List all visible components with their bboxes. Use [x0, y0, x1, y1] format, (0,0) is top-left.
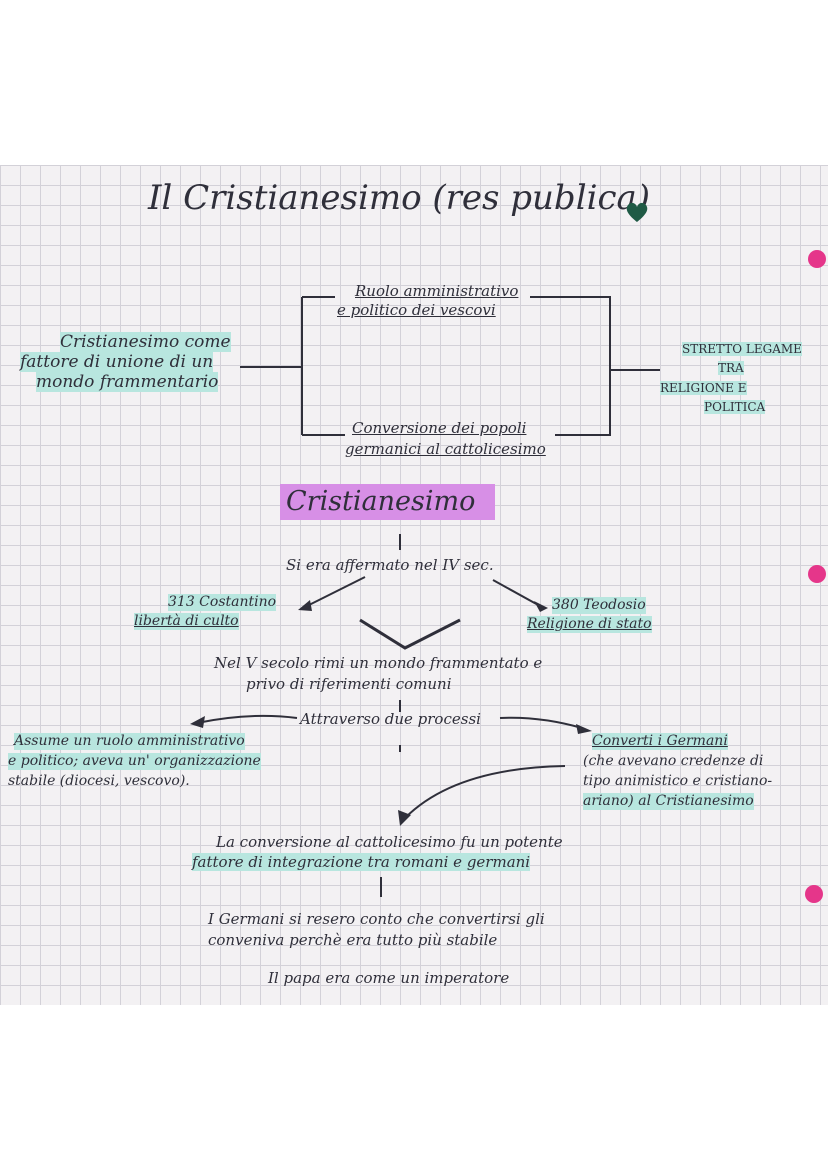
top-branch-line: e politico dei vescovi [337, 301, 496, 319]
right-process-line: tipo animistico e cristiano- [583, 773, 773, 789]
germani-line: conveniva perchè era tutto più stabile [208, 931, 498, 949]
conversion-line: fattore di integrazione tra romani e ger… [192, 853, 531, 871]
top-branch-line: Ruolo amministrativo [355, 282, 519, 300]
fifth-century-line: Nel V secolo rimi un mondo frammentato e [214, 654, 543, 672]
bottom-branch-line: germanici al cattolicesimo [345, 440, 546, 458]
punch-hole [808, 565, 826, 583]
right-event-line: Religione di stato [527, 616, 652, 633]
left-box-line: fattore di unione di un [20, 352, 214, 373]
notebook-page [0, 165, 828, 1005]
germani-line: I Germani si resero conto che convertirs… [208, 910, 545, 928]
right-box-line: TRA [718, 361, 744, 376]
left-process-line: e politico; aveva un' organizzazione [8, 753, 261, 770]
pope-text: Il papa era come un imperatore [268, 969, 510, 987]
left-box-line: mondo frammentario [36, 372, 219, 393]
left-box-line: Cristianesimo come [60, 332, 231, 353]
fifth-century-line: privo di riferimenti comuni [246, 675, 452, 693]
left-process-line: stabile (diocesi, vescovo). [8, 773, 190, 789]
right-process-line: Converti i Germani [592, 733, 728, 750]
right-box-line: STRETTO LEGAME [682, 342, 802, 357]
heart-icon [626, 202, 648, 222]
left-event-line: 313 Costantino [168, 594, 277, 611]
bottom-branch-line: Conversione dei popoli [352, 419, 527, 437]
left-event-line: libertà di culto [134, 613, 239, 630]
processes-text: Attraverso due processi [300, 710, 481, 728]
right-process-line: ariano) al Cristianesimo [583, 793, 754, 810]
page-title: Il Cristianesimo (res publica) [148, 178, 651, 218]
affirmed-text: Si era affermato nel IV sec. [286, 556, 494, 574]
punch-hole [805, 885, 823, 903]
right-process-line: (che avevano credenze di [583, 753, 764, 769]
right-box-line: RELIGIONE E [660, 381, 747, 396]
right-box-line: POLITICA [704, 400, 766, 415]
conversion-line: La conversione al cattolicesimo fu un po… [216, 833, 563, 851]
left-process-line: Assume un ruolo amministrativo [14, 733, 245, 750]
punch-hole [808, 250, 826, 268]
right-event-line: 380 Teodosio [552, 597, 646, 614]
main-heading: Cristianesimo [280, 484, 496, 521]
